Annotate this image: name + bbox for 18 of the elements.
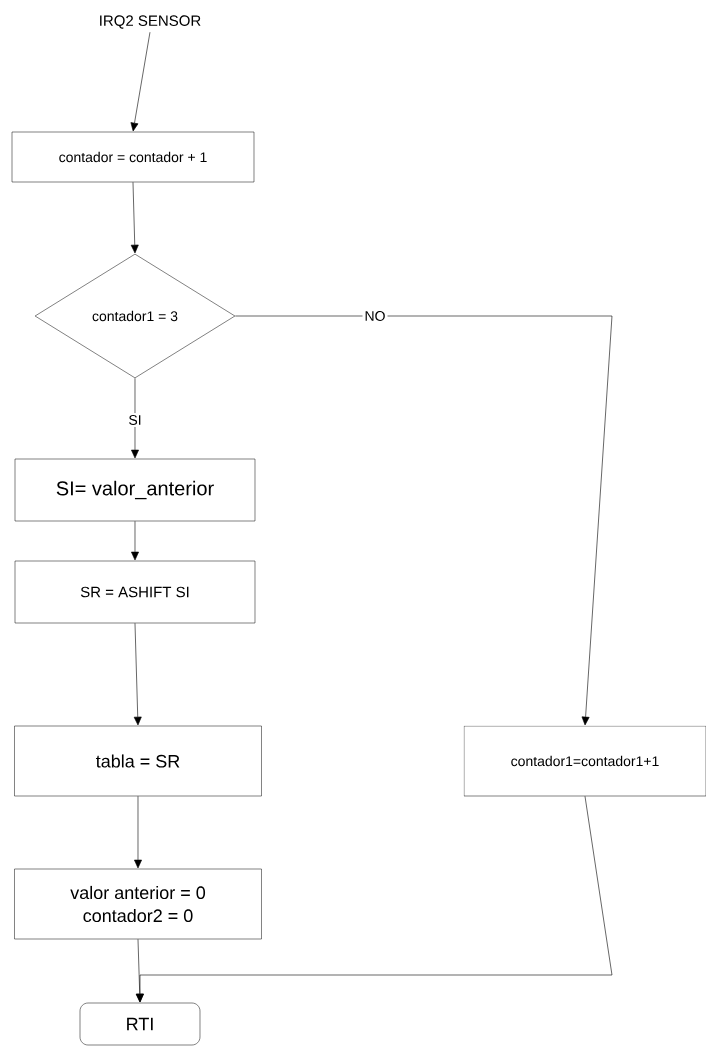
arrow [131, 520, 139, 561]
process-box: contador1=contador1+1 [463, 725, 706, 797]
arrow [234, 315, 613, 726]
process-box: SI= valor_anterior [14, 458, 256, 522]
arrow [130, 181, 139, 254]
process-box: contador = contador + 1 [11, 131, 255, 183]
process-box: SR = ASHIFT SI [14, 560, 256, 624]
process-box: tabla = SR [14, 725, 262, 797]
start-label: IRQ2 SENSOR [100, 15, 201, 29]
arrow [131, 377, 139, 459]
arrow [130, 31, 151, 132]
arrow [133, 622, 142, 726]
arrow [136, 795, 613, 1003]
edge-label: NO [362, 309, 388, 323]
end-terminal: RTI [79, 1002, 201, 1046]
edge-label: SI [126, 413, 144, 427]
process-box: valor anterior = 0 contador2 = 0 [14, 868, 262, 940]
arrow [134, 795, 142, 869]
